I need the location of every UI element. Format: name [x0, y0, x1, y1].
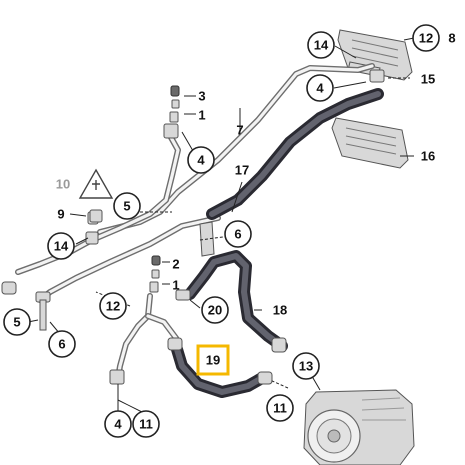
hose-19 — [170, 340, 268, 398]
callout-12-mid[interactable]: 12 — [99, 292, 127, 320]
callout-8-label: 8 — [448, 31, 455, 46]
pipe-lower — [115, 293, 181, 381]
callout-4-top[interactable]: 4 — [306, 74, 334, 102]
callout-2[interactable]: 2 — [172, 257, 179, 272]
callout-14-left-label: 14 — [54, 239, 69, 254]
callout-1-mid-label: 1 — [172, 278, 179, 293]
callout-3-label: 3 — [198, 89, 205, 104]
callout-20[interactable]: 20 — [201, 296, 229, 324]
callout-13[interactable]: 13 — [292, 352, 320, 380]
callout-5-left[interactable]: 5 — [3, 308, 31, 336]
callout-14-left[interactable]: 14 — [47, 232, 75, 260]
callout-6-mid-label: 6 — [234, 227, 241, 242]
callout-19-highlighted[interactable]: 19 — [196, 344, 230, 376]
hose-18 — [184, 250, 288, 352]
callout-6-mid[interactable]: 6 — [224, 220, 252, 248]
callout-1-top[interactable]: 1 — [198, 108, 205, 123]
callout-5-mid-label: 5 — [123, 199, 130, 214]
callout-9-label: 9 — [57, 207, 64, 222]
callout-1-mid[interactable]: 1 — [172, 278, 179, 293]
callout-6-left[interactable]: 6 — [48, 330, 76, 358]
callout-13-label: 13 — [299, 359, 313, 374]
callout-17[interactable]: 17 — [235, 163, 249, 178]
callout-16-label: 16 — [421, 149, 435, 164]
callout-11-bottom[interactable]: 11 — [132, 410, 160, 438]
callout-8[interactable]: 8 — [448, 31, 455, 46]
callout-12-top-label: 12 — [419, 31, 433, 46]
callout-15[interactable]: 15 — [421, 72, 435, 87]
callout-18[interactable]: 18 — [273, 303, 287, 318]
callout-2-label: 2 — [172, 257, 179, 272]
callout-10[interactable]: 10 — [56, 177, 70, 192]
callout-20-label: 20 — [208, 303, 222, 318]
callout-17-label: 17 — [235, 163, 249, 178]
callout-11-bottom-label: 11 — [139, 417, 153, 432]
callout-5-mid[interactable]: 5 — [113, 192, 141, 220]
callout-15-label: 15 — [421, 72, 435, 87]
callout-4-bottom[interactable]: 4 — [104, 410, 132, 438]
callout-9[interactable]: 9 — [57, 207, 64, 222]
warning-triangle-icon — [78, 168, 114, 223]
callout-10-label: 10 — [56, 177, 70, 192]
callout-19-label: 19 — [206, 353, 220, 368]
callout-4-mid[interactable]: 4 — [187, 146, 215, 174]
callout-7[interactable]: 7 — [236, 123, 243, 138]
pipe-5 — [15, 129, 221, 303]
callout-7-label: 7 — [236, 123, 243, 138]
hose-17 — [206, 88, 384, 220]
callout-14-top[interactable]: 14 — [307, 31, 335, 59]
callout-18-label: 18 — [273, 303, 287, 318]
callout-12-top[interactable]: 12 — [412, 24, 440, 52]
callout-11-right-label: 11 — [273, 401, 287, 416]
callout-1-top-label: 1 — [198, 108, 205, 123]
callout-11-right[interactable]: 11 — [266, 394, 294, 422]
callout-6-left-label: 6 — [58, 337, 65, 352]
condenser-bracket-lower — [331, 117, 409, 169]
callout-16[interactable]: 16 — [421, 149, 435, 164]
callout-4-bottom-label: 4 — [114, 417, 122, 432]
ac-compressor — [303, 389, 415, 465]
callout-4-mid-label: 4 — [197, 153, 205, 168]
callout-12-mid-label: 12 — [106, 299, 120, 314]
callout-4-top-label: 4 — [316, 81, 324, 96]
callout-5-left-label: 5 — [13, 315, 20, 330]
callout-14-top-label: 14 — [314, 38, 329, 53]
callout-3[interactable]: 3 — [198, 89, 205, 104]
